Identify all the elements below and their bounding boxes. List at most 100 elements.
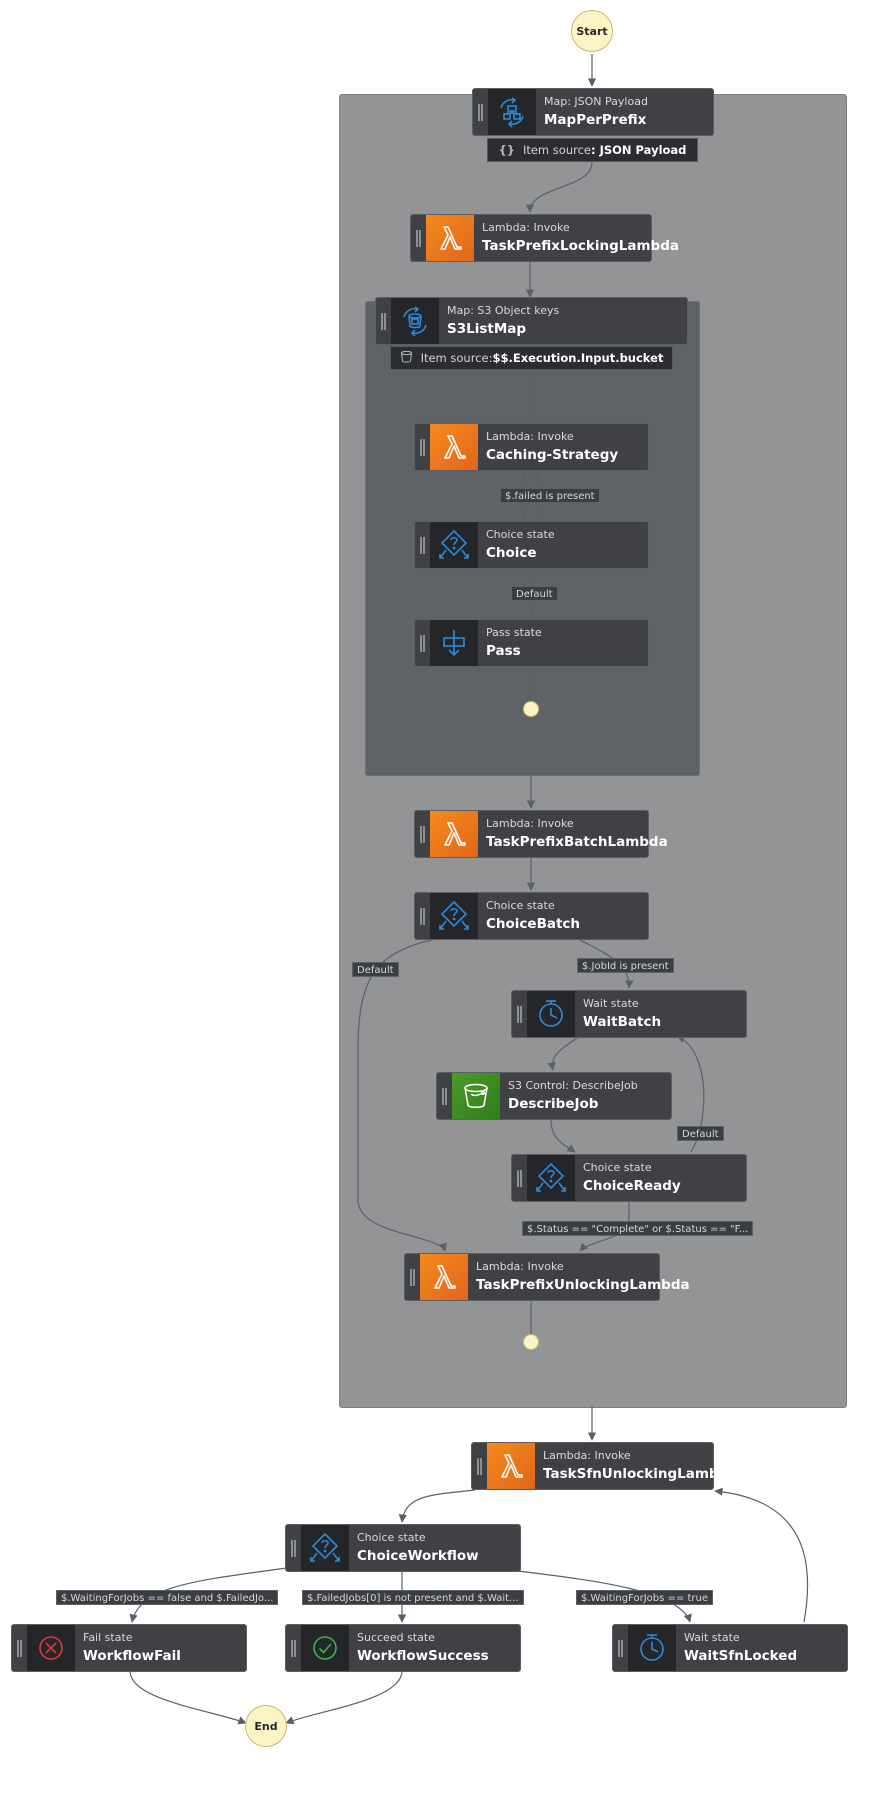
state-name: TaskSfnUnlockingLambda bbox=[543, 1466, 738, 1482]
state-choice-batch[interactable]: Choice state ChoiceBatch bbox=[414, 892, 649, 940]
item-source-bar: {} Item source: JSON Payload bbox=[487, 138, 698, 162]
state-type: Lambda: Invoke bbox=[482, 221, 570, 234]
drag-handle[interactable] bbox=[473, 89, 488, 135]
edge-label-waiting-false[interactable]: $.WaitingForJobs == false and $.FailedJo… bbox=[56, 1590, 279, 1605]
state-type: Wait state bbox=[583, 997, 639, 1010]
drag-handle[interactable] bbox=[512, 991, 527, 1037]
state-task-sfn-unlocking-lambda[interactable]: Lambda: Invoke TaskSfnUnlockingLambda bbox=[471, 1442, 738, 1490]
item-source-value: : JSON Payload bbox=[590, 143, 687, 157]
state-task-prefix-batch-lambda[interactable]: Lambda: Invoke TaskPrefixBatchLambda bbox=[414, 810, 668, 858]
map-icon bbox=[488, 89, 536, 135]
drag-handle[interactable] bbox=[512, 1155, 527, 1201]
state-type: Choice state bbox=[357, 1531, 426, 1544]
drag-handle[interactable] bbox=[12, 1625, 27, 1671]
drag-handle[interactable] bbox=[411, 215, 426, 261]
state-type: Choice state bbox=[486, 899, 555, 912]
fail-icon bbox=[27, 1625, 75, 1671]
drag-handle[interactable] bbox=[415, 424, 430, 470]
state-wait-sfn-locked[interactable]: Wait state WaitSfnLocked bbox=[612, 1624, 848, 1672]
item-source-prefix: Item source: bbox=[420, 351, 493, 365]
state-task-prefix-unlocking-lambda[interactable]: Lambda: Invoke TaskPrefixUnlockingLambda bbox=[404, 1253, 690, 1301]
drag-handle[interactable] bbox=[286, 1525, 301, 1571]
drag-handle[interactable] bbox=[437, 1073, 452, 1119]
pass-icon bbox=[430, 620, 478, 666]
state-type: S3 Control: DescribeJob bbox=[508, 1079, 638, 1092]
end-node[interactable]: End bbox=[245, 1705, 287, 1747]
state-name: S3ListMap bbox=[447, 321, 527, 337]
item-source-value: $$.Execution.Input.bucket bbox=[492, 351, 664, 365]
edge-label-failed-present[interactable]: $.failed is present bbox=[500, 488, 600, 503]
s3-bucket-icon bbox=[452, 1073, 500, 1119]
drag-handle[interactable] bbox=[613, 1625, 628, 1671]
state-map-per-prefix[interactable]: Map: JSON Payload MapPerPrefix bbox=[472, 88, 714, 136]
edge-label-status-complete[interactable]: $.Status == "Complete" or $.Status == "F… bbox=[522, 1221, 754, 1236]
state-type: Fail state bbox=[83, 1631, 133, 1644]
state-wait-batch[interactable]: Wait state WaitBatch bbox=[511, 990, 747, 1038]
state-type: Map: JSON Payload bbox=[544, 95, 648, 108]
state-type: Lambda: Invoke bbox=[476, 1260, 564, 1273]
edge-label-default[interactable]: Default bbox=[511, 586, 558, 601]
state-name: ChoiceBatch bbox=[486, 916, 581, 932]
state-type: Choice state bbox=[486, 528, 555, 541]
state-type: Pass state bbox=[486, 626, 542, 639]
state-describe-job[interactable]: S3 Control: DescribeJob DescribeJob bbox=[436, 1072, 672, 1120]
drag-handle[interactable] bbox=[415, 811, 430, 857]
s3-list-map-end-point bbox=[523, 701, 539, 717]
state-pass[interactable]: Pass state Pass bbox=[414, 619, 649, 667]
drag-handle[interactable] bbox=[286, 1625, 301, 1671]
edge-label-default[interactable]: Default bbox=[352, 962, 399, 977]
start-node[interactable]: Start bbox=[571, 10, 613, 52]
lambda-icon bbox=[487, 1443, 535, 1489]
bucket-icon bbox=[400, 350, 413, 366]
state-type: Lambda: Invoke bbox=[486, 430, 574, 443]
lambda-icon bbox=[430, 811, 478, 857]
choice-icon bbox=[301, 1525, 349, 1571]
drag-handle[interactable] bbox=[415, 522, 430, 568]
state-name: Pass bbox=[486, 643, 521, 659]
clock-icon bbox=[628, 1625, 676, 1671]
state-name: WaitSfnLocked bbox=[684, 1648, 798, 1664]
state-name: TaskPrefixUnlockingLambda bbox=[476, 1277, 690, 1293]
state-type: Lambda: Invoke bbox=[486, 817, 574, 830]
item-source-bar: Item source: $$.Execution.Input.bucket bbox=[390, 346, 673, 370]
item-source-prefix: Item source bbox=[522, 143, 591, 157]
lambda-icon bbox=[420, 1254, 468, 1300]
state-s3-list-map[interactable]: Map: S3 Object keys S3ListMap bbox=[375, 297, 688, 345]
state-name: WorkflowSuccess bbox=[357, 1648, 489, 1664]
edge-label-default[interactable]: Default bbox=[677, 1126, 724, 1141]
choice-icon bbox=[430, 893, 478, 939]
state-choice[interactable]: Choice state Choice bbox=[414, 521, 649, 569]
state-caching-strategy[interactable]: Lambda: Invoke Caching-Strategy bbox=[414, 423, 649, 471]
state-name: Caching-Strategy bbox=[486, 447, 619, 463]
drag-handle[interactable] bbox=[415, 893, 430, 939]
s3-map-icon bbox=[391, 298, 439, 344]
state-choice-ready[interactable]: Choice state ChoiceReady bbox=[511, 1154, 747, 1202]
state-type: Wait state bbox=[684, 1631, 740, 1644]
lambda-icon bbox=[430, 424, 478, 470]
choice-icon bbox=[527, 1155, 575, 1201]
state-task-prefix-locking-lambda[interactable]: Lambda: Invoke TaskPrefixLockingLambda bbox=[410, 214, 679, 262]
drag-handle[interactable] bbox=[376, 298, 391, 344]
edge-label-waiting-true[interactable]: $.WaitingForJobs == true bbox=[576, 1590, 713, 1605]
drag-handle[interactable] bbox=[415, 620, 430, 666]
edge-label-jobid-present[interactable]: $.JobId is present bbox=[577, 958, 674, 973]
state-type: Map: S3 Object keys bbox=[447, 304, 560, 317]
drag-handle[interactable] bbox=[472, 1443, 487, 1489]
clock-icon bbox=[527, 991, 575, 1037]
state-name: DescribeJob bbox=[508, 1096, 599, 1112]
lambda-icon bbox=[426, 215, 474, 261]
map-per-prefix-end-point bbox=[523, 1334, 539, 1350]
edge-label-failed-not-present[interactable]: $.FailedJobs[0] is not present and $.Wai… bbox=[302, 1590, 524, 1605]
state-type: Lambda: Invoke bbox=[543, 1449, 631, 1462]
state-name: MapPerPrefix bbox=[544, 112, 647, 128]
state-choice-workflow[interactable]: Choice state ChoiceWorkflow bbox=[285, 1524, 521, 1572]
state-name: TaskPrefixBatchLambda bbox=[486, 834, 668, 850]
drag-handle[interactable] bbox=[405, 1254, 420, 1300]
state-workflow-success[interactable]: Succeed state WorkflowSuccess bbox=[285, 1624, 521, 1672]
state-name: ChoiceReady bbox=[583, 1178, 681, 1194]
state-name: WaitBatch bbox=[583, 1014, 662, 1030]
state-name: Choice bbox=[486, 545, 537, 561]
state-workflow-fail[interactable]: Fail state WorkflowFail bbox=[11, 1624, 247, 1672]
state-type: Choice state bbox=[583, 1161, 652, 1174]
